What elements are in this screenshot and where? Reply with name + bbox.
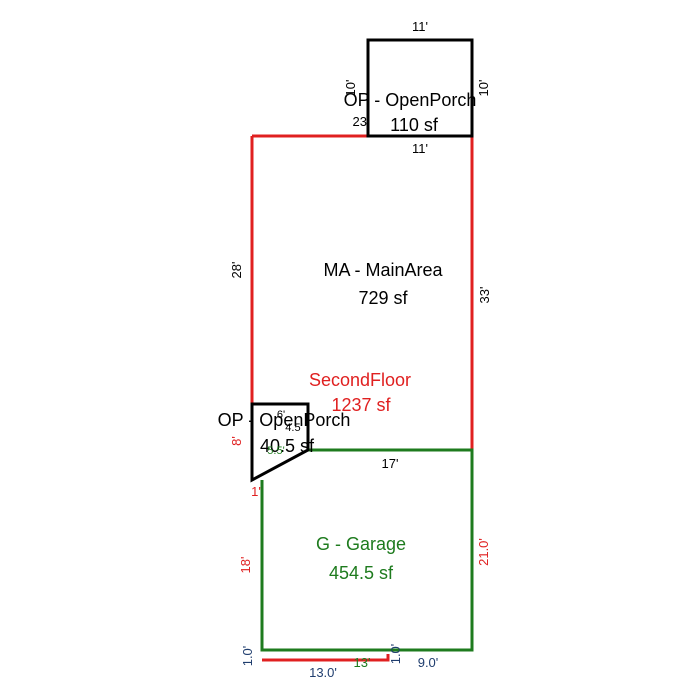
- garage-area: 454.5 sf: [329, 563, 394, 583]
- dim-bottom-red-len: 13': [354, 655, 371, 670]
- dim-top-porch-top: 11': [412, 19, 428, 34]
- dim-top-porch-left: 10': [343, 80, 358, 97]
- dim-bottom-left-len: 13.0': [309, 665, 337, 680]
- dim-garage-notch-right: 1.0': [388, 644, 403, 665]
- top-porch-outline: [366, 38, 474, 138]
- dim-notch-1: 1': [251, 484, 261, 499]
- second-floor-bottom-strip: [262, 654, 390, 662]
- second-floor-code: SecondFloor: [309, 370, 411, 390]
- dim-top-porch-bottom: 11': [412, 141, 428, 156]
- second-floor-area: 1237 sf: [331, 395, 391, 415]
- garage-code: G - Garage: [316, 534, 406, 554]
- dim-small-porch-side: 5.5': [267, 445, 284, 457]
- dim-main-left: 28': [229, 262, 244, 279]
- dim-small-porch-top: 6': [277, 409, 285, 421]
- dim-bottom-right-len: 9.0': [418, 655, 439, 670]
- dim-garage-notch-left: 1.0': [240, 646, 255, 667]
- garage-outline: [260, 448, 474, 652]
- dim-main-left-lower: 8': [229, 436, 244, 446]
- small-porch-area: 40.5 sf: [260, 436, 315, 456]
- dim-garage-left: 18': [238, 557, 253, 574]
- small-porch-code: OP - OpenPorch: [218, 410, 351, 430]
- top-porch-area: 110 sf: [390, 115, 439, 135]
- dim-main-top-left: 23': [353, 114, 370, 129]
- small-porch-outline: [250, 402, 310, 483]
- main-area-area: 729 sf: [358, 288, 408, 308]
- dim-top-porch-right: 10': [476, 80, 491, 97]
- dim-small-porch-diag: 4.5': [285, 422, 302, 434]
- top-porch-code: OP - OpenPorch: [344, 90, 477, 110]
- main-area-code: MA - MainArea: [323, 260, 443, 280]
- dim-main-right: 33': [477, 287, 492, 304]
- dim-garage-right: 21.0': [476, 538, 491, 566]
- dim-garage-top: 17': [382, 456, 399, 471]
